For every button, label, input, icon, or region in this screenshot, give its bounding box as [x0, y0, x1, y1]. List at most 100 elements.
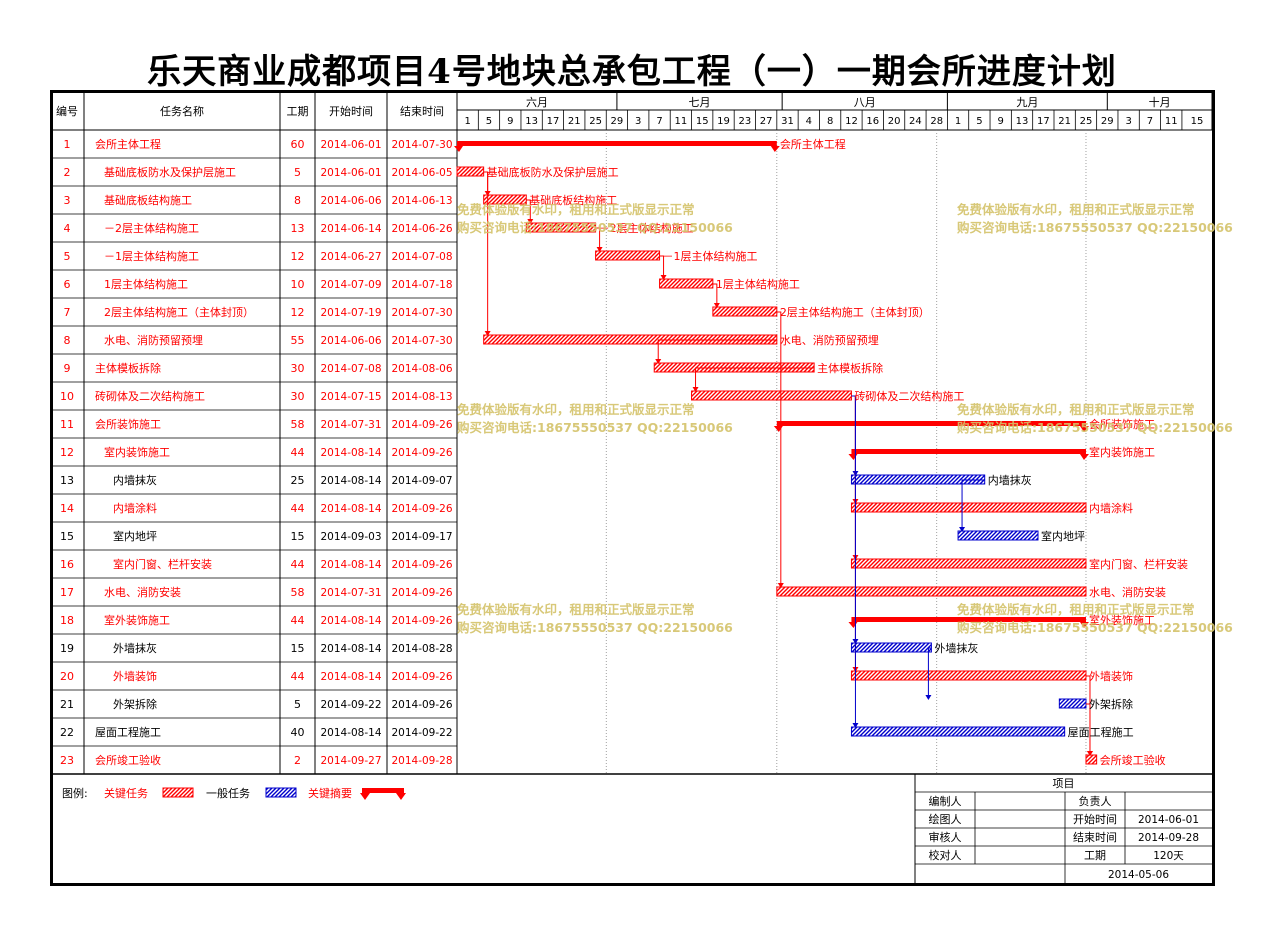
column-header-duration: 工期: [287, 105, 309, 118]
dependency-link: [712, 283, 718, 306]
task-name: 基础底板结构施工: [104, 193, 192, 207]
critical-task-bar: [595, 250, 661, 261]
critical-task-bar: [850, 558, 1087, 569]
critical-task-bar: [776, 586, 1087, 597]
watermark-text: 购买咨询电话:18675550537 QQ:22150066: [457, 220, 733, 235]
dependency-link: [851, 395, 856, 726]
task-id: 19: [60, 642, 74, 655]
task-id: 6: [64, 278, 71, 291]
critical-task-bar: [850, 670, 1087, 681]
column-header-start: 开始时间: [329, 104, 373, 118]
day-label: 17: [547, 116, 560, 127]
dependency-link: [483, 171, 489, 334]
task-id: 14: [60, 502, 74, 515]
dependency-arrow: [713, 303, 720, 308]
task-id: 16: [60, 558, 74, 571]
day-label: 13: [525, 116, 538, 127]
day-label: 1: [464, 116, 470, 127]
task-name: 内墙涂料: [113, 501, 157, 515]
day-label: 12: [845, 116, 858, 127]
summary-bar: [851, 617, 1086, 622]
info-label: 结束时间: [1073, 831, 1117, 844]
task-end: 2014-09-26: [391, 503, 452, 515]
legend-summary-label: 关键摘要: [308, 786, 352, 800]
info-label: 开始时间: [1073, 812, 1117, 826]
bar-label: 水电、消防预留预埋: [780, 333, 879, 347]
task-end: 2014-09-26: [391, 587, 452, 599]
legend-normal-swatch: [265, 787, 297, 798]
day-label: 1: [955, 116, 961, 127]
summary-cap-right: [1079, 454, 1089, 460]
month-label: 十月: [1149, 95, 1171, 109]
day-label: 13: [1016, 116, 1029, 127]
day-label: 29: [1101, 116, 1114, 127]
info-label: 校对人: [929, 848, 962, 862]
day-label: 17: [1037, 116, 1050, 127]
legend-critical-label: 关键任务: [104, 786, 148, 800]
watermark-text: 免费体验版有水印，租用和正式版显示正常: [457, 202, 695, 217]
task-name: 屋面工程施工: [95, 726, 161, 739]
dependency-arrow: [655, 359, 662, 364]
task-id: 9: [64, 362, 71, 375]
bar-label: 砖砌体及二次结构施工: [854, 389, 964, 403]
watermark-text: 购买咨询电话:18675550537 QQ:22150066: [957, 620, 1233, 635]
page-title: 乐天商业成都项目4号地块总承包工程（一）一期会所进度计划: [147, 52, 1117, 92]
info-header: 项目: [1053, 777, 1075, 790]
bar-label: 外墙装饰: [1089, 669, 1133, 683]
task-name: 2层主体结构施工（主体封顶）: [104, 305, 254, 319]
task-duration: 15: [291, 530, 305, 543]
task-id: 8: [64, 334, 71, 347]
watermark-text: 购买咨询电话:18675550537 QQ:22150066: [457, 420, 733, 435]
dependency-link: [927, 647, 932, 698]
task-start: 2014-08-14: [320, 475, 381, 487]
task-name: 基础底板防水及保护层施工: [104, 165, 236, 179]
bar-label: 会所主体工程: [780, 137, 846, 151]
task-duration: 5: [294, 166, 301, 179]
task-duration: 44: [291, 558, 305, 571]
watermark-text: 免费体验版有水印，租用和正式版显示正常: [957, 402, 1195, 417]
task-id: 5: [64, 250, 71, 263]
summary-cap-right: [1079, 426, 1089, 432]
watermark-text: 购买咨询电话:18675550537 QQ:22150066: [957, 220, 1233, 235]
task-duration: 15: [291, 642, 305, 655]
task-end: 2014-09-26: [391, 699, 452, 711]
task-id: 1: [64, 138, 71, 151]
task-end: 2014-07-30: [391, 307, 452, 319]
task-id: 7: [64, 306, 71, 319]
dependency-link: [851, 395, 856, 670]
task-name: 会所主体工程: [95, 137, 161, 151]
day-label: 25: [1080, 116, 1093, 127]
day-label: 9: [998, 116, 1004, 127]
task-end: 2014-07-30: [391, 139, 452, 151]
dependency-arrow: [692, 387, 699, 392]
task-name: 室内地坪: [113, 529, 157, 543]
day-label: 21: [568, 116, 581, 127]
task-end: 2014-09-22: [391, 727, 452, 739]
bar-label: 基础底板防水及保护层施工: [487, 165, 619, 179]
task-end: 2014-09-26: [391, 447, 452, 459]
task-id: 18: [60, 614, 74, 627]
bar-label: 室内装饰施工: [1089, 445, 1155, 459]
bar-label: 外架拆除: [1089, 697, 1133, 711]
day-label: 28: [930, 116, 943, 127]
task-name: －1层主体结构施工: [104, 249, 199, 263]
day-label: 15: [1191, 116, 1204, 127]
dependency-link: [659, 255, 665, 278]
day-label: 15: [696, 116, 709, 127]
task-start: 2014-07-31: [320, 419, 381, 431]
column-header-id: 编号: [56, 104, 78, 118]
bar-label: 外墙抹灰: [934, 641, 978, 655]
task-duration: 44: [291, 614, 305, 627]
dependency-link: [657, 339, 777, 362]
dependency-link: [776, 311, 782, 586]
summary-cap-left: [773, 426, 783, 432]
task-start: 2014-07-31: [320, 587, 381, 599]
task-name: 水电、消防预留预埋: [104, 333, 203, 347]
day-label: 8: [827, 116, 833, 127]
bar-label: 会所装饰施工: [1089, 417, 1155, 431]
month-label: 九月: [1016, 96, 1038, 109]
dependency-arrow: [484, 331, 491, 336]
chart-frame: [50, 90, 1215, 886]
bar-label: 屋面工程施工: [1068, 726, 1134, 739]
watermark-text: 免费体验版有水印，租用和正式版显示正常: [957, 602, 1195, 617]
